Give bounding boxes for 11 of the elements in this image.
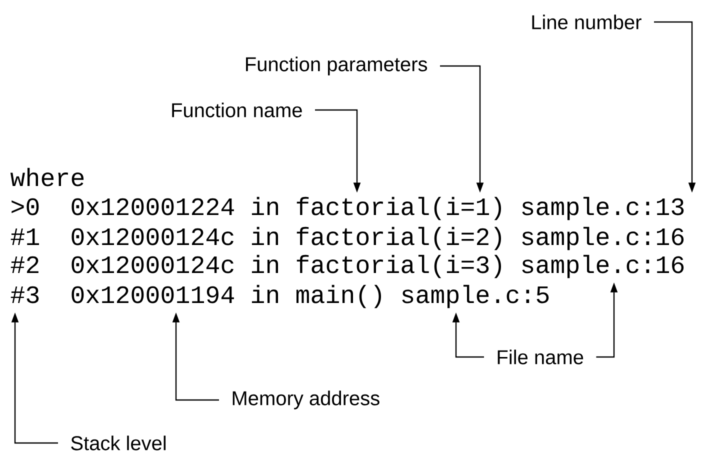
code-line: #2 0x12000124c in factorial(i=3) sample.c:16 [10, 254, 684, 278]
code-line: where [10, 168, 84, 186]
callout-label: Stack level [71, 436, 166, 450]
code-line: >0 0x120001224 in factorial(i=1) sample.c:13 [12, 196, 684, 220]
code-line: #3 0x120001194 in main() sample.c:5 [10, 284, 549, 308]
callout-label: Memory address [232, 390, 380, 410]
callout-label: Line number [532, 14, 642, 30]
code-line: #1 0x12000124c in factorial(i=2) sample.c:16 [10, 226, 684, 250]
callout-label: Function parameters [246, 56, 428, 76]
callout-label: File name [498, 350, 584, 364]
callout-label: Function name [172, 102, 302, 118]
